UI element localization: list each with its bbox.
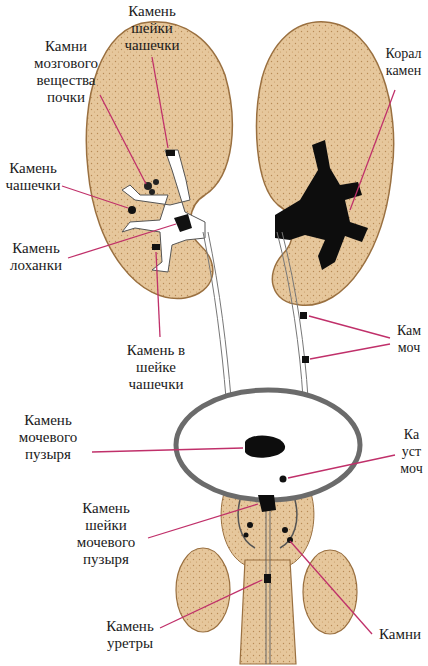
leader-lines bbox=[62, 57, 395, 634]
bladder bbox=[176, 390, 360, 500]
callout-label: Корал камен bbox=[381, 45, 426, 79]
callout-label: Камни мозгового вещества почки bbox=[28, 38, 104, 106]
callout-label: Ка уст моч bbox=[397, 426, 426, 477]
callout-label: Камень в шейке чашечки bbox=[120, 342, 192, 393]
callout-label: Кам моч bbox=[392, 322, 426, 356]
callout-label: Камень уретры bbox=[92, 618, 168, 652]
callout-label: Камень шейки чашечки bbox=[112, 3, 192, 54]
callout-label: Камень лоханки bbox=[3, 240, 69, 274]
callout-label: Камень шейки мочевого пузыря bbox=[66, 500, 146, 568]
staghorn-stone bbox=[275, 140, 368, 270]
callout-label: Камни bbox=[374, 626, 426, 643]
left-kidney bbox=[86, 22, 232, 299]
right-kidney bbox=[257, 22, 394, 305]
callout-label: Камень мочевого пузыря bbox=[6, 412, 90, 463]
calyx-neck-stone bbox=[166, 150, 175, 156]
callout-label: Камень чашечки bbox=[3, 160, 63, 194]
